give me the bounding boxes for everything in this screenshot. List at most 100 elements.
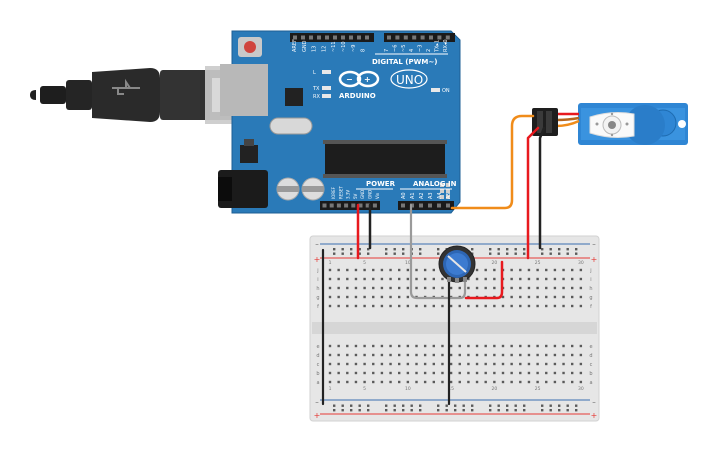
rail-hole[interactable]: [341, 248, 344, 251]
terminal-hole[interactable]: [415, 362, 418, 366]
rail-hole[interactable]: [541, 404, 544, 407]
terminal-hole[interactable]: [553, 362, 557, 366]
terminal-hole[interactable]: [415, 277, 418, 281]
terminal-hole[interactable]: [527, 286, 531, 290]
terminal-hole[interactable]: [337, 286, 340, 290]
terminal-hole[interactable]: [467, 380, 470, 384]
terminal-hole[interactable]: [389, 277, 392, 281]
rail-hole[interactable]: [523, 248, 526, 251]
rail-hole[interactable]: [549, 409, 552, 412]
rail-hole[interactable]: [549, 404, 552, 407]
terminal-hole[interactable]: [380, 277, 384, 281]
terminal-hole[interactable]: [493, 353, 496, 357]
terminal-hole[interactable]: [432, 277, 435, 281]
terminal-hole[interactable]: [346, 371, 349, 375]
terminal-hole[interactable]: [545, 362, 548, 366]
terminal-hole[interactable]: [372, 268, 375, 272]
terminal-hole[interactable]: [406, 268, 410, 272]
rail-hole[interactable]: [333, 248, 336, 251]
terminal-hole[interactable]: [372, 286, 375, 290]
terminal-hole[interactable]: [432, 362, 435, 366]
terminal-hole[interactable]: [423, 344, 427, 348]
terminal-hole[interactable]: [328, 362, 332, 366]
terminal-hole[interactable]: [536, 362, 539, 366]
terminal-hole[interactable]: [571, 295, 574, 299]
rail-hole[interactable]: [471, 409, 474, 412]
rail-hole[interactable]: [541, 248, 544, 251]
terminal-hole[interactable]: [458, 353, 461, 357]
rail-hole[interactable]: [523, 409, 526, 412]
rail-hole[interactable]: [558, 404, 561, 407]
terminal-hole[interactable]: [527, 380, 531, 384]
terminal-hole[interactable]: [363, 304, 366, 308]
terminal-hole[interactable]: [484, 362, 487, 366]
terminal-hole[interactable]: [337, 353, 340, 357]
terminal-hole[interactable]: [527, 295, 531, 299]
terminal-hole[interactable]: [389, 371, 392, 375]
terminal-hole[interactable]: [423, 286, 427, 290]
terminal-hole[interactable]: [493, 371, 496, 375]
terminal-hole[interactable]: [398, 362, 401, 366]
terminal-hole[interactable]: [467, 362, 470, 366]
terminal-hole[interactable]: [346, 286, 349, 290]
rail-hole[interactable]: [385, 252, 388, 255]
terminal-hole[interactable]: [536, 380, 539, 384]
terminal-hole[interactable]: [398, 295, 401, 299]
rail-hole[interactable]: [419, 252, 422, 255]
terminal-hole[interactable]: [571, 344, 574, 348]
terminal-hole[interactable]: [328, 380, 332, 384]
terminal-hole[interactable]: [458, 380, 461, 384]
header-pin[interactable]: [293, 35, 297, 40]
terminal-hole[interactable]: [372, 295, 375, 299]
terminal-hole[interactable]: [432, 304, 435, 308]
terminal-hole[interactable]: [501, 362, 505, 366]
terminal-hole[interactable]: [354, 353, 358, 357]
header-pin[interactable]: [358, 203, 363, 208]
terminal-hole[interactable]: [389, 295, 392, 299]
terminal-hole[interactable]: [501, 380, 505, 384]
terminal-hole[interactable]: [458, 371, 461, 375]
rail-hole[interactable]: [333, 404, 336, 407]
terminal-hole[interactable]: [346, 304, 349, 308]
rail-hole[interactable]: [358, 409, 361, 412]
rail-hole[interactable]: [489, 409, 492, 412]
terminal-hole[interactable]: [423, 277, 427, 281]
terminal-hole[interactable]: [527, 353, 531, 357]
terminal-hole[interactable]: [545, 371, 548, 375]
terminal-hole[interactable]: [467, 353, 470, 357]
terminal-hole[interactable]: [571, 380, 574, 384]
terminal-hole[interactable]: [354, 344, 358, 348]
terminal-hole[interactable]: [510, 286, 513, 290]
header-pin[interactable]: [446, 203, 450, 208]
terminal-hole[interactable]: [510, 268, 513, 272]
terminal-hole[interactable]: [579, 286, 583, 290]
terminal-hole[interactable]: [571, 371, 574, 375]
terminal-hole[interactable]: [545, 295, 548, 299]
terminal-hole[interactable]: [562, 268, 565, 272]
rail-hole[interactable]: [367, 404, 370, 407]
terminal-hole[interactable]: [571, 362, 574, 366]
terminal-hole[interactable]: [579, 268, 583, 272]
terminal-hole[interactable]: [553, 344, 557, 348]
terminal-hole[interactable]: [380, 344, 384, 348]
rail-hole[interactable]: [506, 248, 509, 251]
terminal-hole[interactable]: [579, 304, 583, 308]
terminal-hole[interactable]: [519, 286, 522, 290]
terminal-hole[interactable]: [562, 304, 565, 308]
terminal-hole[interactable]: [519, 362, 522, 366]
terminal-hole[interactable]: [380, 286, 384, 290]
terminal-hole[interactable]: [545, 286, 548, 290]
terminal-hole[interactable]: [579, 380, 583, 384]
terminal-hole[interactable]: [423, 268, 427, 272]
terminal-hole[interactable]: [449, 371, 453, 375]
terminal-hole[interactable]: [406, 286, 410, 290]
rail-hole[interactable]: [385, 248, 388, 251]
terminal-hole[interactable]: [519, 380, 522, 384]
terminal-hole[interactable]: [579, 295, 583, 299]
rail-hole[interactable]: [402, 409, 405, 412]
terminal-hole[interactable]: [415, 286, 418, 290]
header-pin[interactable]: [357, 35, 361, 40]
terminal-hole[interactable]: [553, 304, 557, 308]
terminal-hole[interactable]: [415, 344, 418, 348]
terminal-hole[interactable]: [449, 286, 453, 290]
